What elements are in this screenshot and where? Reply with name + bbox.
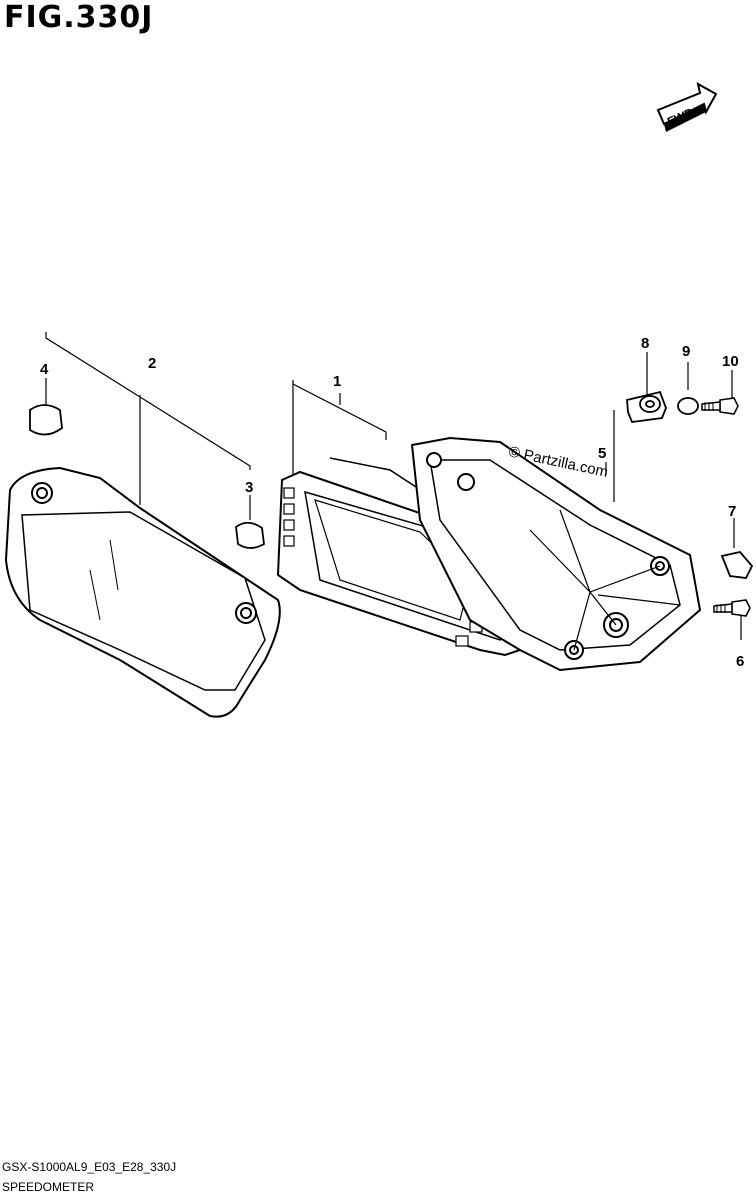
callout-3: 3 — [245, 479, 253, 496]
figure-code: GSX-S1000AL9_E03_E28_330J — [2, 1160, 177, 1174]
callout-5: 5 — [598, 445, 606, 462]
rear-case-part-5 — [410, 436, 702, 672]
callout-7: 7 — [728, 503, 736, 520]
callout-1: 1 — [333, 373, 341, 390]
screw-part-10 — [701, 397, 739, 415]
figure-name: SPEEDOMETER — [2, 1180, 95, 1194]
callout-10: 10 — [722, 353, 739, 370]
screw-part-6 — [713, 599, 751, 617]
callout-2: 2 — [148, 355, 156, 372]
callout-8: 8 — [641, 335, 649, 352]
figure-title: FIG.330J — [4, 0, 154, 35]
washer-part-9 — [677, 397, 699, 415]
fwd-arrow: FWD — [656, 82, 718, 132]
grommet-part-8 — [626, 390, 667, 423]
meter-cover-part-2 — [4, 466, 281, 718]
callout-6: 6 — [736, 653, 744, 670]
leader-lines — [45, 332, 742, 640]
cushion-part-3 — [235, 521, 265, 549]
callout-9: 9 — [682, 343, 690, 360]
clip-nut-part-7 — [720, 551, 754, 579]
cap-part-4 — [29, 404, 63, 436]
callout-4: 4 — [40, 361, 49, 378]
